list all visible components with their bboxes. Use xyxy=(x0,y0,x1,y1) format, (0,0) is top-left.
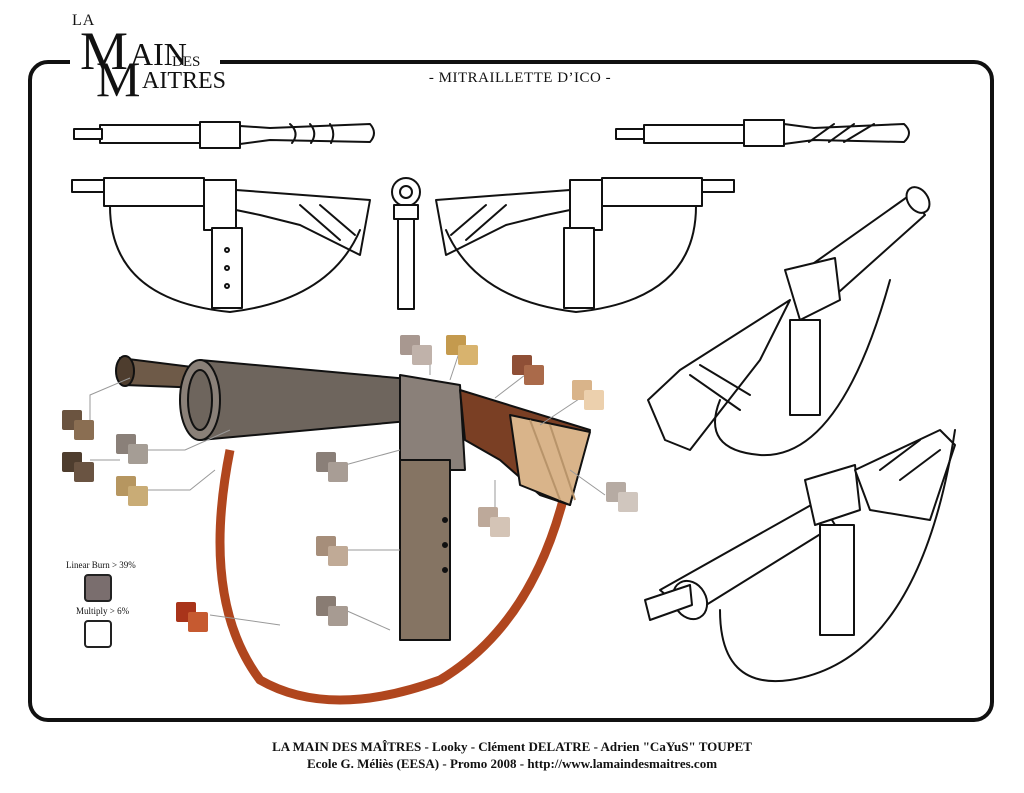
logo-ain: AIN xyxy=(130,36,187,72)
swatch xyxy=(316,596,348,626)
swatch xyxy=(176,602,208,632)
swatch xyxy=(512,355,544,385)
sheet-title: - MITRAILLETTE D’ICO - xyxy=(428,70,612,86)
swatch xyxy=(446,335,478,365)
logo-m-bottom: M xyxy=(96,51,141,107)
logo-m-top: M xyxy=(80,21,129,81)
gun-strap xyxy=(215,449,575,705)
swatch xyxy=(316,536,348,566)
legend-multiply-swatch xyxy=(84,620,112,648)
legend-multiply-label: Multiply > 6% xyxy=(76,606,130,616)
top-view-left-gun xyxy=(73,121,375,149)
swatch xyxy=(116,434,148,464)
swatch xyxy=(400,335,432,365)
logo-aitres: AITRES xyxy=(142,68,226,94)
side-view-left-gun xyxy=(71,177,371,313)
logo-la: LA xyxy=(72,12,96,29)
swatch xyxy=(606,482,638,512)
front-view-gun xyxy=(391,177,421,310)
swatch xyxy=(62,410,94,440)
legend-linear-burn-swatch xyxy=(84,574,112,602)
legend-linear-burn-label: Linear Burn > 39% xyxy=(66,560,136,570)
swatch xyxy=(116,476,148,506)
sheet-frame xyxy=(28,60,994,722)
logo-des: DES xyxy=(172,54,201,70)
credits-line-2: Ecole G. Méliès (EESA) - Promo 2008 - ht… xyxy=(306,756,718,771)
swatch xyxy=(572,380,604,410)
perspective-view-lower xyxy=(644,429,956,683)
top-view-right-gun xyxy=(615,119,910,147)
swatch-group xyxy=(62,335,638,632)
perspective-view-upper xyxy=(647,186,931,457)
side-view-right-gun xyxy=(435,177,735,313)
swatch xyxy=(478,507,510,537)
swatch xyxy=(316,452,348,482)
colored-main-gun xyxy=(115,355,591,705)
credits: LA MAIN DES MAÎTRES - Looky - Clément DE… xyxy=(0,738,1024,772)
swatch xyxy=(62,452,94,482)
logo: LA M AIN DES M AITRES xyxy=(70,8,226,108)
credits-line-1: LA MAIN DES MAÎTRES - Looky - Clément DE… xyxy=(272,739,752,754)
